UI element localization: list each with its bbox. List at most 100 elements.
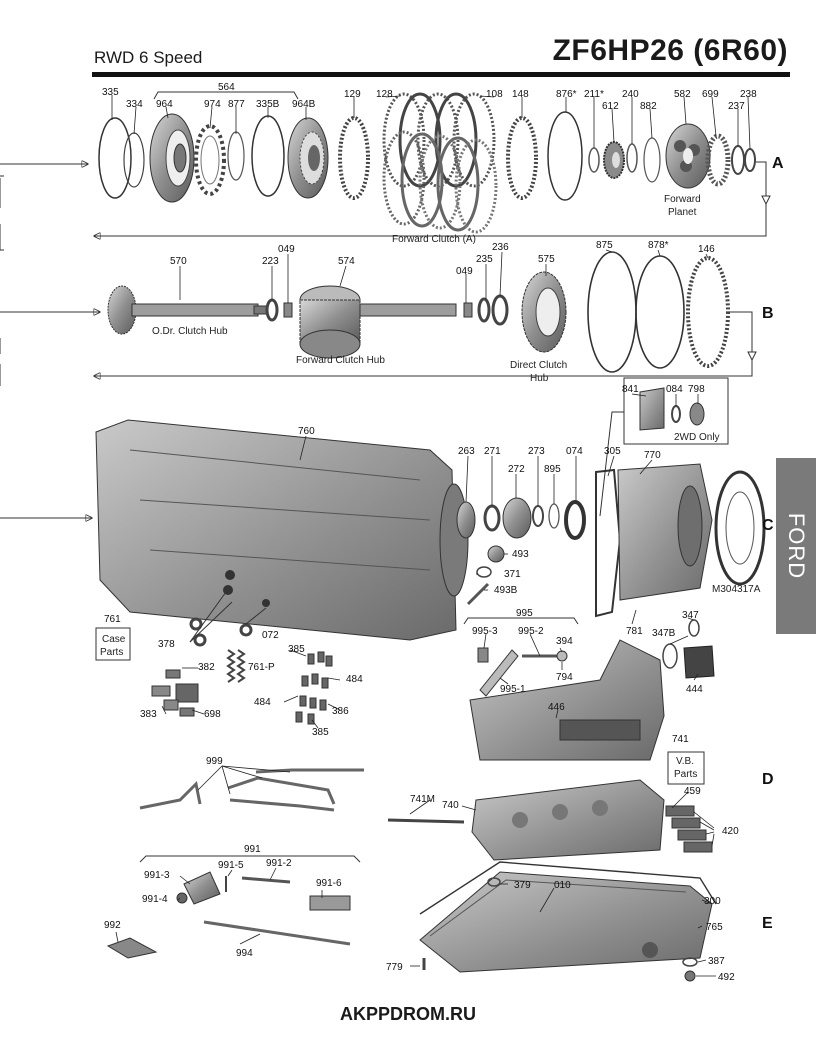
ring-273 [532,505,544,527]
part-label-876: 876* [556,89,577,100]
bearing-223 [265,298,279,322]
transmission-case-760 [95,419,469,641]
valve-body-740 [471,779,665,861]
part-label-385a: 385 [288,644,305,655]
part-label-235: 235 [476,254,493,265]
extension-housing-770 [617,463,713,601]
pin-493b [466,582,490,606]
ring-334 [123,132,145,188]
forward-clutch-pack [382,92,498,234]
snap-ring-876 [547,111,583,201]
caption-vb-parts-line2: Parts [674,769,697,780]
header-rule [92,72,790,77]
section-letter-d: D [762,771,774,788]
gasket-305 [595,468,622,618]
plate-129 [338,116,370,200]
part-label-564: 564 [218,82,235,93]
part-label-741: 741 [672,734,689,745]
row-d [106,617,715,959]
part-label-770: 770 [644,450,661,461]
part-label-386: 386 [332,706,349,717]
washer-211 [588,147,600,173]
mechatronic-446 [469,639,665,761]
bushing-049a [283,302,293,318]
part-label-010: 010 [554,880,571,891]
part-label-379: 379 [514,880,531,891]
return-spring-974 [194,124,226,196]
seal-074 [564,500,586,540]
part-label-779: 779 [386,962,403,973]
connector-444 [683,645,715,679]
output-shaft-570 [107,285,269,335]
caption-direct-clutch-hub-line1: Direct Clutch [510,360,567,371]
part-label-211: 211* [584,89,604,100]
filter-blocks-382 [151,669,199,717]
plate-146 [686,256,730,368]
washer-237 [731,145,745,175]
direct-clutch-hub-575 [521,271,567,353]
part-label-382: 382 [198,662,215,673]
caption-2wd-only: 2WD Only [674,432,720,443]
part-label-794: 794 [556,672,573,683]
part-label-347: 347 [682,610,699,621]
part-label-146: 146 [698,244,715,255]
part-label-995-3: 995-3 [472,626,498,637]
part-label-992: 992 [104,920,121,931]
part-label-371: 371 [504,569,521,580]
part-label-263: 263 [458,446,475,457]
seal-379 [487,877,501,887]
part-label-148: 148 [512,89,529,100]
part-label-582: 582 [674,89,691,100]
cable-994 [203,920,351,946]
plug-492 [684,970,696,982]
row-c [0,377,766,661]
ring-387 [682,957,698,967]
part-label-072: 072 [262,630,279,641]
part-label-273: 273 [528,446,545,457]
section-letter-a: A [772,155,784,172]
washer-238 [744,148,756,172]
part-label-895: 895 [544,464,561,475]
bearing-263 [456,501,476,539]
part-label-484a: 484 [346,674,363,685]
leader-lines [111,95,751,977]
part-label-882: 882 [640,101,657,112]
part-label-300: 300 [704,896,721,907]
caption-m304317a: M304317A [712,584,761,595]
part-label-999: 999 [206,756,223,767]
part-label-394: 394 [556,636,573,647]
part-label-484b: 484 [254,697,271,708]
part-label-084: 084 [666,384,683,395]
part-label-761: 761 [104,614,121,625]
bearing-235 [477,297,491,323]
part-label-383: 383 [140,709,157,720]
caption-forward-clutch-hub: Forward Clutch Hub [296,355,385,366]
two-wd-only-box [623,377,729,445]
accumulator-parts-385 [295,651,333,725]
case-part-seals-378 [189,617,253,647]
seal-347b [662,643,678,669]
plate-148 [506,116,538,200]
snap-ring-335b [251,115,285,197]
part-label-347b: 347B [652,628,676,639]
caption-forward-planet-line1: Forward [664,194,701,205]
page-subtitle: RWD 6 Speed [94,48,203,67]
part-label-492: 492 [718,972,735,983]
bearing-699 [705,133,731,187]
caption-forward-clutch: Forward Clutch (A) [392,234,476,245]
springs-761p [226,649,246,683]
ring-882 [643,137,661,183]
part-label-991-5: 991-5 [218,860,244,871]
part-label-049b: 049 [456,266,473,277]
part-label-612: 612 [602,101,619,112]
captions: Forward Planet Forward Clutch (A) O.Dr. … [100,194,761,780]
part-label-760: 760 [298,426,315,437]
plug-493 [487,545,505,563]
snap-ring-875 [587,251,637,373]
caption-forward-planet-line2: Planet [668,207,697,218]
ring-240 [626,143,638,173]
part-label-781: 781 [626,626,643,637]
side-tab: FORD [776,458,816,634]
section-letter-c: C [762,517,774,534]
